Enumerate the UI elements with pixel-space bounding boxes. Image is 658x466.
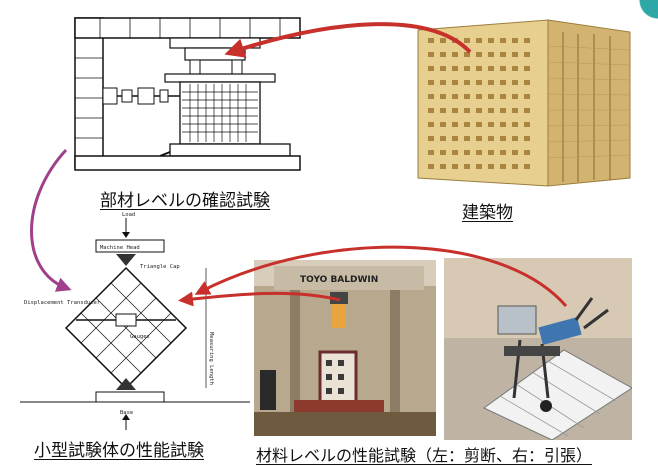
machine-brand-label: TOYO BALDWIN [300,275,378,285]
specimen-test-caption: 小型試験体の性能試験 [34,441,204,461]
shear-test-photo: TOYO BALDWIN [254,260,436,436]
arrow-shear-to-specimen [178,291,341,307]
triangle-cap-label: Triangle Cap [140,264,180,270]
building-illustration [417,19,631,187]
measuring-length-label: Measuring Length [208,332,214,385]
arrow-building-to-member [224,22,472,58]
building-caption: 建築物 [462,203,513,223]
arrow-member-to-specimen [30,148,72,292]
arrow-tension-to-specimen [194,245,568,307]
base-label: Base [120,410,133,416]
tension-test-photo [444,258,632,440]
member-test-rig-drawing [74,17,301,171]
member-test-caption: 部材レベルの確認試験 [100,191,270,211]
machine-head-label: Machine Head [100,245,140,251]
gauges-label: Gauges [130,334,150,340]
load-label: Load [122,212,135,218]
specimen-test-drawing: Load Machine Head Triangle Cap Displacem… [20,212,250,430]
displacement-label: Displacement Transducer [24,300,101,306]
material-test-caption: 材料レベルの性能試験（左：剪断、右：引張） [256,446,593,465]
